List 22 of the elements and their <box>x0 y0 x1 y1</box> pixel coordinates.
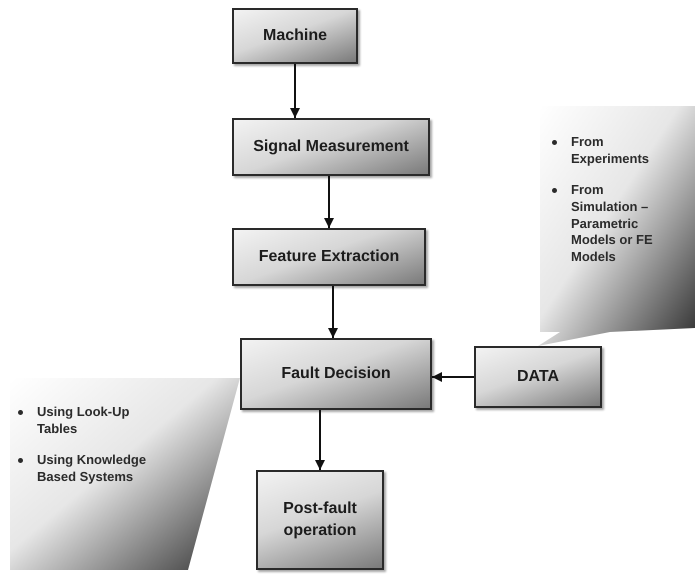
bullet-text: Using Knowledge Based Systems <box>37 452 148 486</box>
process-box <box>240 338 432 410</box>
arrow <box>324 176 334 228</box>
bullet-text: From Simulation – Parametric Models or FE Models <box>571 182 654 266</box>
process-box <box>232 8 358 64</box>
box-label: Signal Measurement <box>252 137 410 158</box>
box-label: Machine <box>262 26 328 46</box>
box-label: DATA <box>516 367 560 388</box>
arrow <box>315 410 325 470</box>
box-label: Fault Decision <box>280 364 392 384</box>
arrow <box>328 286 338 338</box>
box-label: Post-fault operation <box>282 499 358 541</box>
callout-box <box>10 378 240 572</box>
arrow <box>290 64 300 118</box>
process-box <box>474 346 602 408</box>
process-box <box>232 228 426 286</box>
bullet-text: Using Look-Up Tables <box>37 404 130 438</box>
process-box <box>256 470 384 570</box>
process-box <box>232 118 430 176</box>
arrow <box>432 372 474 382</box>
bullet-text: From Experiments <box>571 134 650 168</box>
box-label: Feature Extraction <box>258 247 400 268</box>
